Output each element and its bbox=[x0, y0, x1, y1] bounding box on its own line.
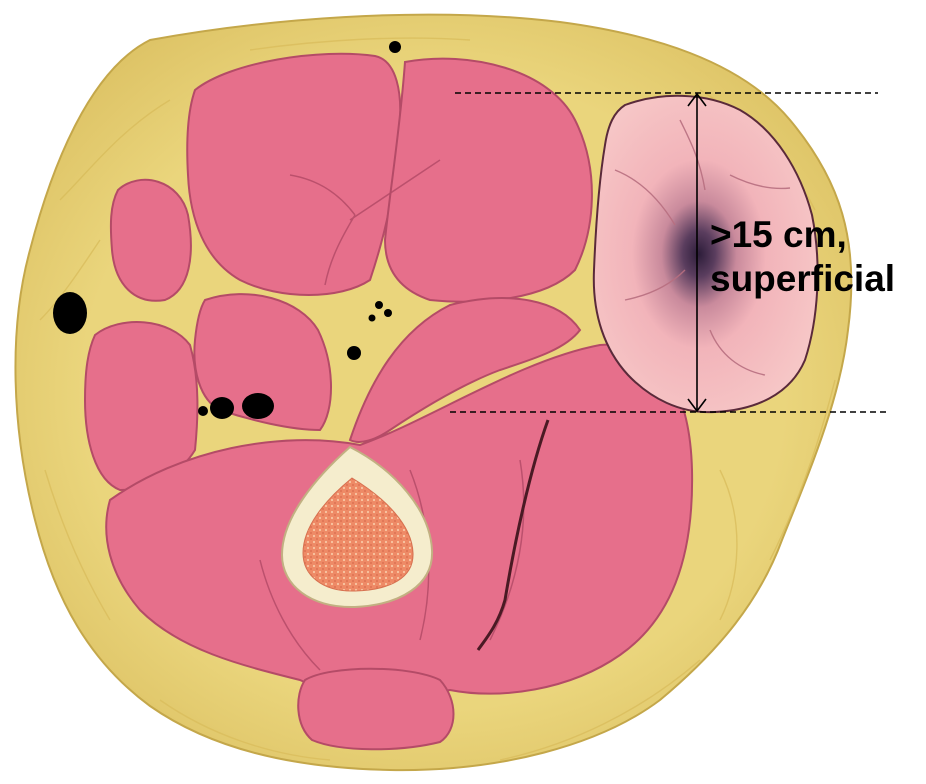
vessel-cluster-1 bbox=[375, 301, 383, 309]
great-saphenous-vein bbox=[53, 292, 87, 334]
femoral-vessel-1 bbox=[210, 397, 234, 419]
muscle-posterior-bottom bbox=[298, 669, 453, 750]
annotation-line-1: >15 cm, bbox=[710, 213, 895, 257]
annotation-line-2: superficial bbox=[710, 257, 895, 301]
vessel-cluster-3 bbox=[369, 315, 376, 322]
muscle-anterior-left bbox=[187, 54, 400, 295]
tumor-size-annotation: >15 cm, superficial bbox=[710, 213, 895, 301]
femoral-vessel-2 bbox=[242, 393, 274, 419]
vessel-top bbox=[389, 41, 401, 53]
vessel-cluster-2 bbox=[384, 309, 392, 317]
vessel-mid bbox=[347, 346, 361, 360]
femoral-vessel-3 bbox=[198, 406, 208, 416]
muscle-sartorius bbox=[111, 180, 191, 301]
